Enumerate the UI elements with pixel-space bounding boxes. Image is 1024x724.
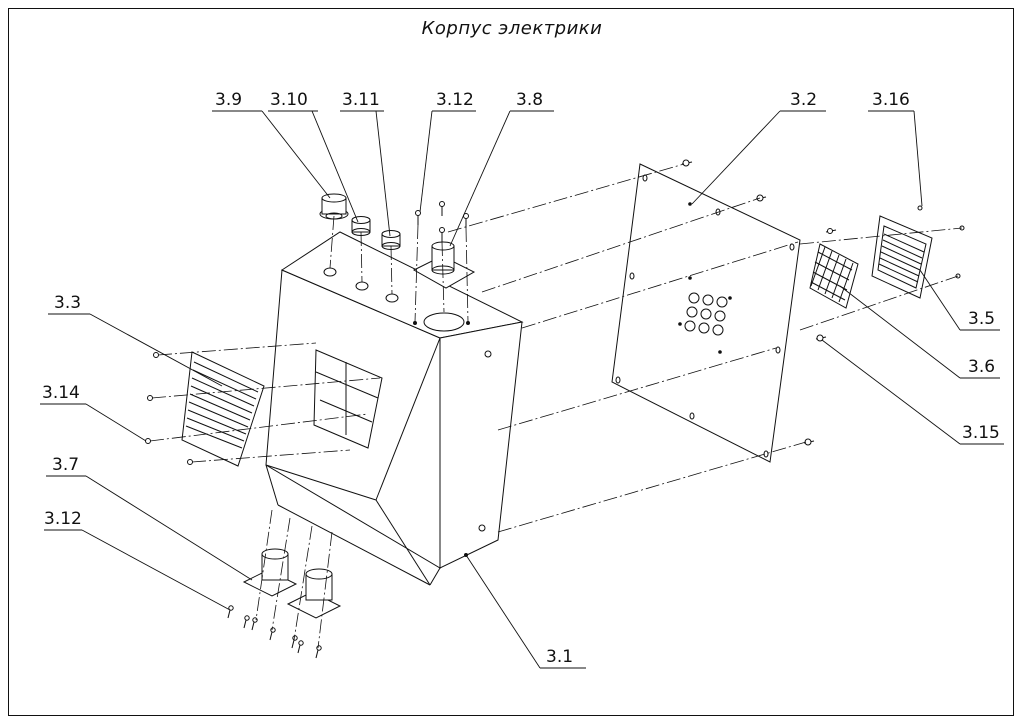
callout-3-8: 3.8 <box>516 90 544 110</box>
fan-grille-3-5 <box>872 216 932 298</box>
callout-3-11: 3.11 <box>342 90 380 110</box>
callout-3-9: 3.9 <box>215 90 243 110</box>
callout-3-6: 3.6 <box>968 357 996 377</box>
callout-3-16: 3.16 <box>872 90 910 110</box>
housing-body-3-1 <box>266 232 522 585</box>
assembly-centerlines <box>150 164 962 648</box>
screws-3-15 <box>682 160 826 445</box>
screws-3-14 <box>146 353 193 465</box>
leader-lines <box>40 111 1004 668</box>
drawing-frame <box>8 8 1014 716</box>
callout-3-7: 3.7 <box>52 455 80 475</box>
callout-3-5: 3.5 <box>968 309 996 329</box>
callout-3-14: 3.14 <box>42 383 80 403</box>
grommet-3-10 <box>352 217 370 236</box>
screws-3-12-bottom <box>228 606 321 658</box>
callout-3-12-bottom: 3.12 <box>44 509 82 529</box>
callout-3-1: 3.1 <box>546 647 574 667</box>
callout-3-15: 3.15 <box>962 423 1000 443</box>
callout-3-10: 3.10 <box>270 90 308 110</box>
filter-mesh-3-6 <box>810 244 858 308</box>
socket-3-8 <box>414 242 474 288</box>
callout-3-3: 3.3 <box>54 293 82 313</box>
drawing-title: Корпус электрики <box>421 18 603 39</box>
callout-3-2: 3.2 <box>790 90 818 110</box>
back-panel-3-2 <box>612 164 800 462</box>
vent-grille-3-3 <box>182 352 264 466</box>
connector-3-9 <box>320 194 348 219</box>
cable-gland-3-7 <box>244 549 340 618</box>
callout-3-12-top: 3.12 <box>436 90 474 110</box>
